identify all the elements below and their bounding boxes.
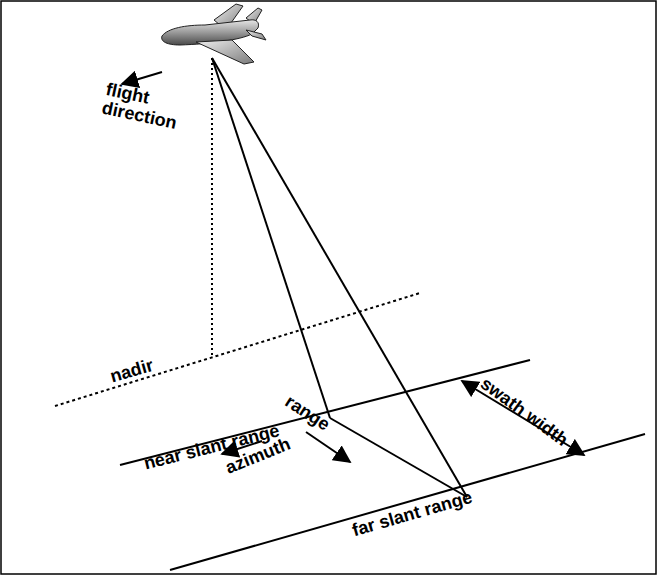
flight-arrow bbox=[122, 72, 162, 84]
flight-direction-label: flight direction bbox=[100, 80, 186, 134]
far-range-line bbox=[170, 434, 645, 570]
swath-width-label: swath width bbox=[477, 374, 571, 450]
range-arrow bbox=[306, 432, 350, 462]
nadir-track bbox=[55, 293, 420, 406]
aircraft bbox=[162, 4, 266, 64]
range-label: range bbox=[282, 392, 333, 435]
nadir-vertical bbox=[211, 58, 213, 355]
